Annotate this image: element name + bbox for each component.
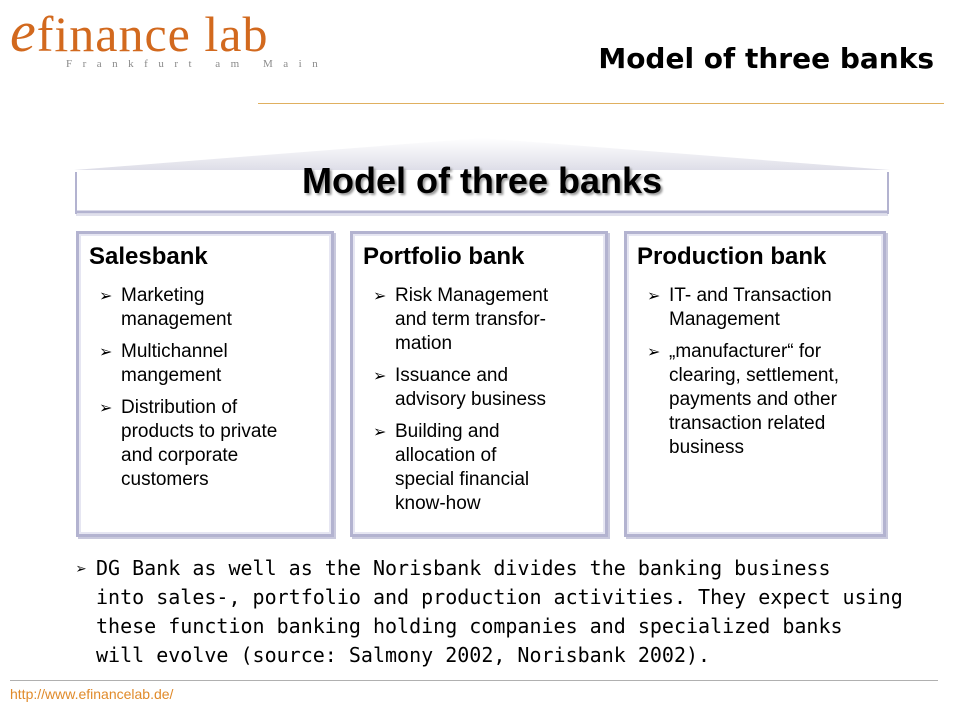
pillar-title: Production bank [637, 243, 827, 270]
list-item: ➢IT- and Transaction Management [647, 285, 832, 330]
logo-wordmark: efinance lab [10, 0, 269, 64]
logo-subtitle: Frankfurt am Main [66, 58, 329, 70]
summary-text: DG Bank as well as the Norisbank divides… [96, 556, 903, 667]
efinancelab-logo: efinance lab Frankfurt am Main [10, 3, 318, 71]
summary-paragraph: ➢ DG Bank as well as the Norisbank divid… [76, 554, 916, 670]
pillar-list: ➢Marketing management ➢Multichannel mang… [85, 284, 325, 492]
page-title: Model of three banks [598, 42, 934, 75]
list-item: ➢Building and allocation of special fina… [373, 421, 530, 514]
banner-title: Model of three banks [301, 160, 663, 201]
list-item: ➢„manufacturer“ for clearing, settlement… [647, 341, 840, 458]
arrow-bullet-icon: ➢ [76, 559, 87, 580]
arrow-bullet-icon: ➢ [373, 288, 387, 305]
pillar-production-bank: Production bank ➢IT- and Transaction Man… [624, 231, 886, 537]
pillar-list: ➢Risk Management and term transfor- mati… [359, 284, 599, 516]
list-item: ➢Distribution of products to private and… [99, 397, 278, 490]
roof-gable [74, 138, 890, 170]
pillar-portfolio-bank: Portfolio bank ➢Risk Management and term… [350, 231, 608, 537]
arrow-bullet-icon: ➢ [647, 344, 661, 361]
arrow-bullet-icon: ➢ [99, 288, 113, 305]
arrow-bullet-icon: ➢ [99, 400, 113, 417]
list-item: ➢Risk Management and term transfor- mati… [373, 285, 549, 354]
pillar-salesbank: Salesbank ➢Marketing management ➢Multich… [76, 231, 334, 537]
header-divider [258, 103, 944, 104]
list-item: ➢Issuance and advisory business [373, 365, 547, 410]
list-item: ➢Multichannel mangement [99, 341, 228, 386]
arrow-bullet-icon: ➢ [99, 344, 113, 361]
pillar-title: Portfolio bank [363, 243, 525, 270]
footer-divider [10, 680, 938, 681]
footer-link[interactable]: http://www.efinancelab.de/ [10, 686, 174, 702]
pillar-title: Salesbank [89, 243, 208, 270]
arrow-bullet-icon: ➢ [373, 424, 387, 441]
roof-banner [74, 138, 890, 216]
list-item: ➢Marketing management [99, 285, 232, 330]
roof-beam [74, 170, 890, 214]
arrow-bullet-icon: ➢ [647, 288, 661, 305]
pillar-list: ➢IT- and Transaction Management ➢„manufa… [633, 284, 877, 460]
arrow-bullet-icon: ➢ [373, 368, 387, 385]
